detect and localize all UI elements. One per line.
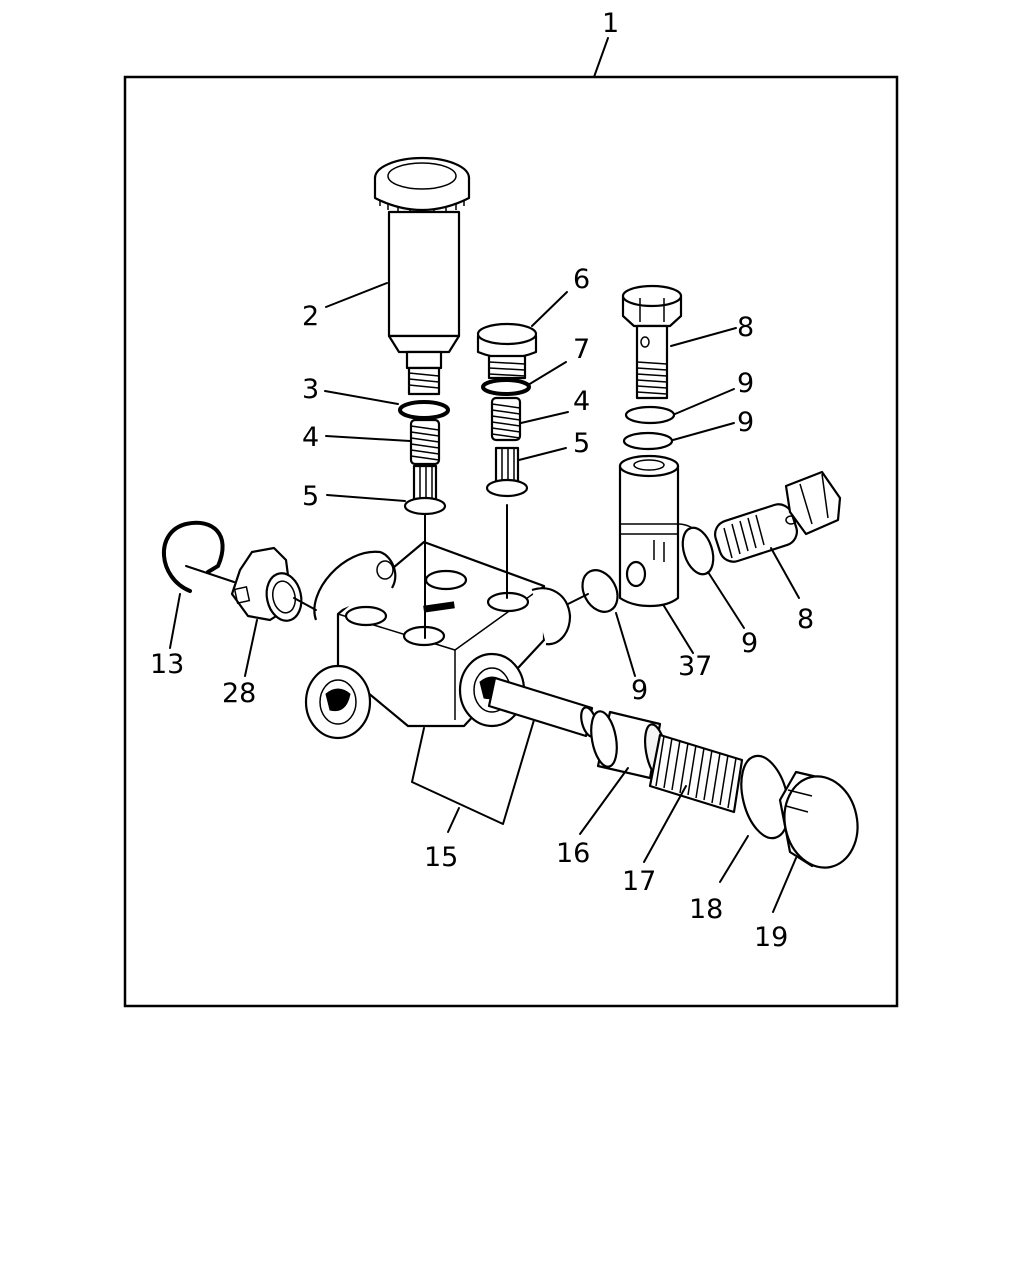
callout-6: 6 — [573, 264, 590, 295]
part-9-washer-upper-1[interactable] — [624, 405, 676, 425]
callout-18: 18 — [689, 894, 723, 925]
callout-5-right: 5 — [573, 428, 590, 459]
callout-8-upper: 8 — [737, 312, 754, 343]
assembly-frame — [123, 75, 899, 1008]
part-7-o-ring[interactable] — [481, 378, 531, 396]
part-6-plug[interactable] — [476, 322, 538, 380]
callout-2: 2 — [302, 301, 319, 332]
callout-1: 1 — [602, 8, 619, 39]
part-9-washer-upper-2[interactable] — [622, 431, 674, 451]
part-28-nut[interactable] — [230, 546, 306, 624]
callout-37: 37 — [678, 651, 712, 682]
leader-lines — [169, 37, 800, 913]
callout-16: 16 — [556, 838, 590, 869]
callout-9-left: 9 — [631, 675, 648, 706]
callout-4-left: 4 — [302, 422, 319, 453]
part-9-washer-left[interactable] — [576, 564, 625, 618]
part-2-primer-pump[interactable] — [373, 156, 471, 396]
callout-8-right: 8 — [797, 604, 814, 635]
part-8-banjo-bolt-right[interactable] — [711, 470, 842, 565]
callout-17: 17 — [622, 866, 656, 897]
part-17-spring[interactable] — [648, 733, 744, 814]
callout-13: 13 — [150, 649, 184, 680]
part-4-spring-right[interactable] — [490, 396, 522, 442]
callout-4-right: 4 — [573, 386, 590, 417]
callout-9-upper-2: 9 — [737, 407, 754, 438]
callout-9-right: 9 — [741, 628, 758, 659]
part-8-banjo-bolt-upper[interactable] — [621, 284, 683, 400]
callout-15: 15 — [424, 842, 458, 873]
callout-labels: 1 2 3 4 5 6 7 4 5 8 9 9 8 9 37 9 13 28 1… — [150, 8, 814, 953]
part-37-banjo-fitting[interactable] — [618, 454, 701, 608]
part-3-o-ring[interactable] — [398, 400, 450, 420]
part-4-spring-left[interactable] — [409, 418, 441, 466]
callout-9-upper-1: 9 — [737, 368, 754, 399]
part-9-washer-right[interactable] — [677, 524, 718, 578]
callout-7: 7 — [573, 334, 590, 365]
part-5-valve-left[interactable] — [403, 464, 447, 516]
callout-3: 3 — [302, 374, 319, 405]
part-15-pump-housing[interactable] — [304, 540, 600, 740]
callout-5-left: 5 — [302, 481, 319, 512]
part-5-valve-right[interactable] — [485, 446, 529, 498]
part-19-cap-nut[interactable] — [776, 770, 866, 875]
part-13-circlip[interactable] — [161, 520, 225, 593]
callout-19: 19 — [754, 922, 788, 953]
callout-28: 28 — [222, 678, 256, 709]
